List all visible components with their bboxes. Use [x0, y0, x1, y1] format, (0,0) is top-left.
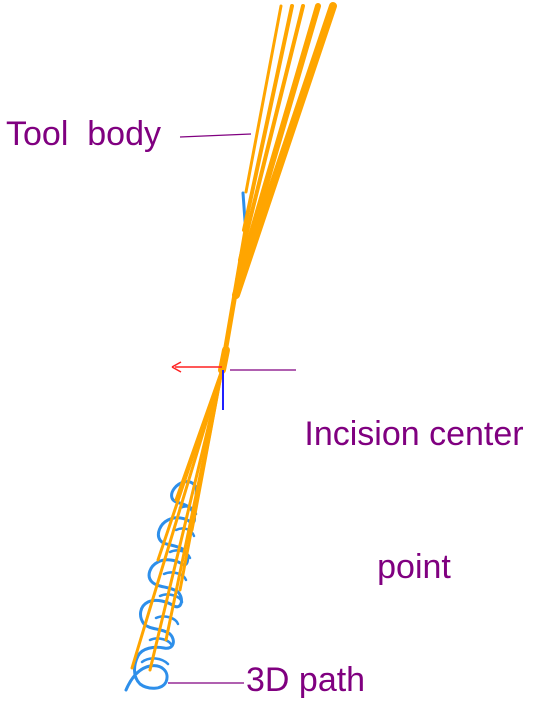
tool-line: [242, 4, 294, 232]
incision-axes: [171, 361, 224, 410]
tool-line: [232, 2, 337, 299]
tool-line: [235, 3, 321, 283]
incision-center-label: Incision center point: [296, 324, 532, 633]
leader-lines: [168, 133, 296, 684]
leader-tool-body: [179, 133, 252, 138]
tool-line: [148, 368, 224, 672]
tool-line: [156, 368, 224, 562]
incision-label-line2: point: [377, 547, 451, 586]
tool-body-label: Tool body: [6, 115, 161, 153]
tool-line: [190, 368, 224, 532]
tool-line: [238, 4, 305, 262]
tool-body: [130, 2, 337, 672]
tool-line: [218, 346, 230, 374]
tool-line: [244, 4, 283, 194]
path-3d-label: 3D path: [246, 661, 366, 699]
path-3d: [124, 191, 248, 692]
arrow-left-icon: [171, 361, 182, 373]
tool-line: [130, 368, 224, 670]
incision-label-line1: Incision center: [304, 415, 524, 454]
